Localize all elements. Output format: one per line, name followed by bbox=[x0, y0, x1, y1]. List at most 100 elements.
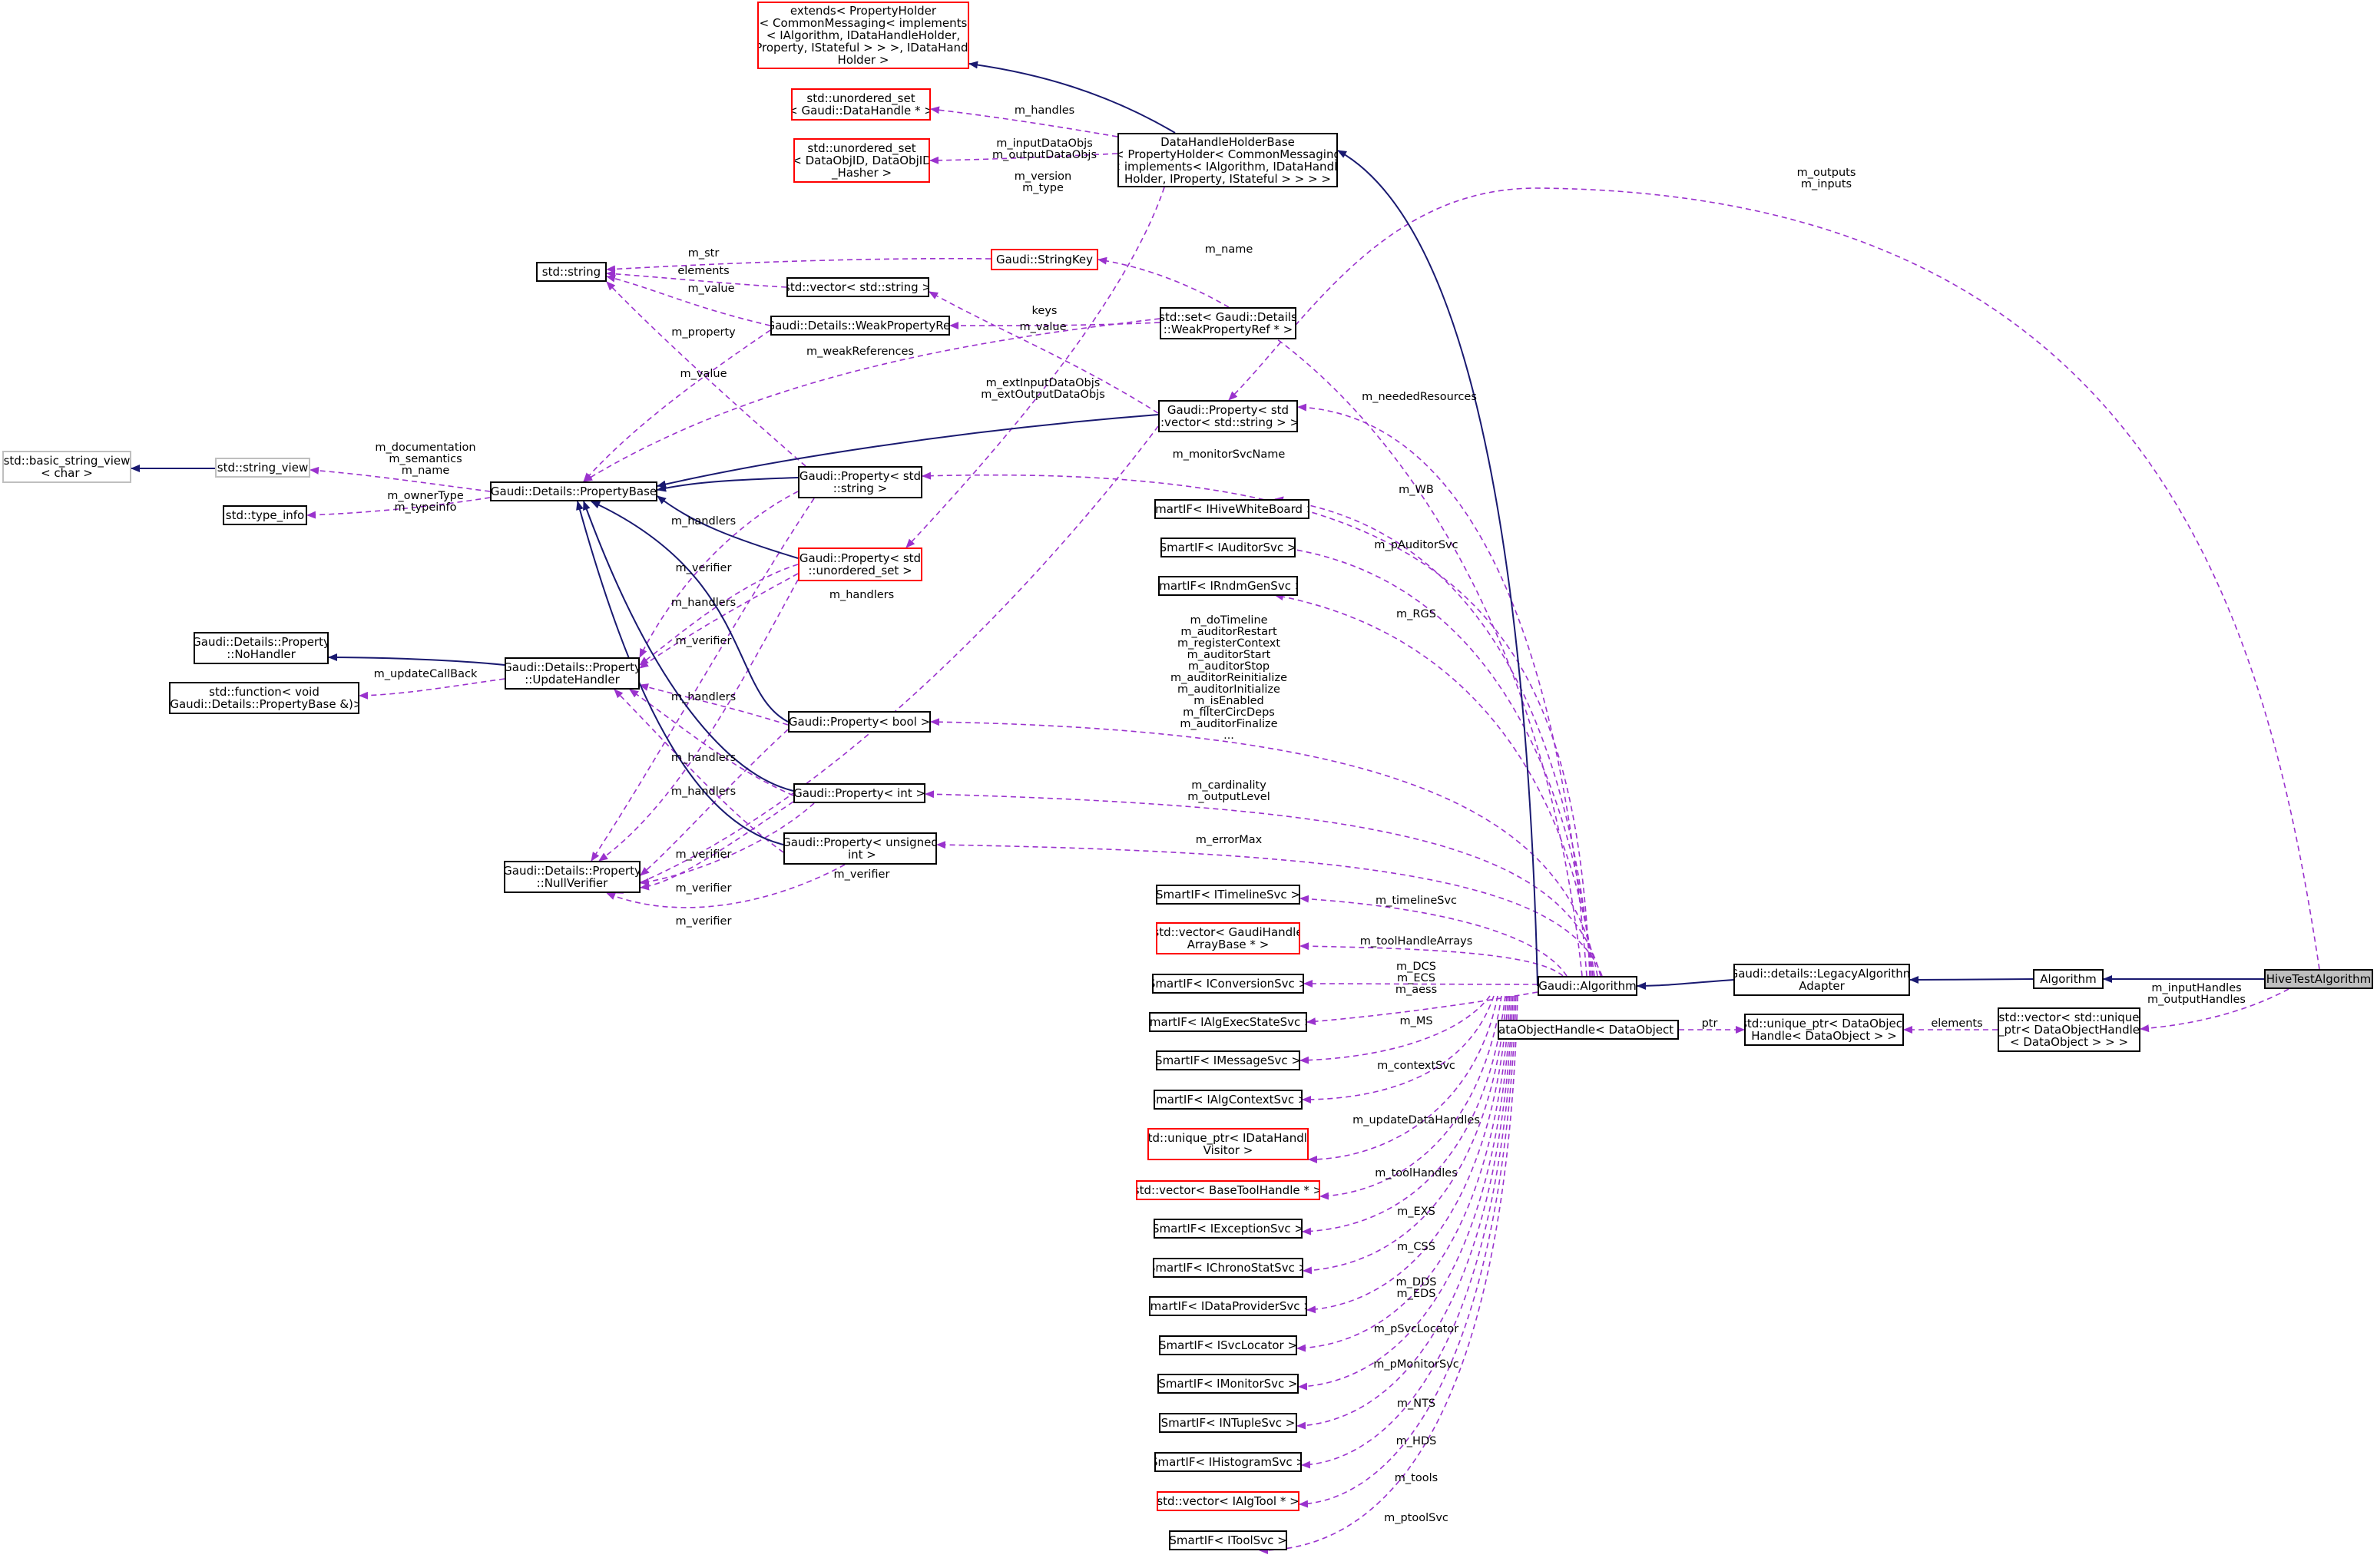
inherit-edge-10 bbox=[1637, 979, 1734, 990]
node-smartif-itoolsvc[interactable]: SmartIF< IToolSvc > bbox=[1169, 1530, 1287, 1550]
usage-edge-25 bbox=[359, 678, 505, 700]
node-property-vector-string[interactable]: Gaudi::Property< std ::vector< std::stri… bbox=[1158, 400, 1298, 432]
node-smartif-iexceptionsvc[interactable]: SmartIF< IExceptionSvc > bbox=[1154, 1219, 1303, 1239]
usage-edge-9 bbox=[949, 322, 1160, 330]
node-std-string[interactable]: std::string bbox=[536, 262, 607, 282]
usage-edge-12 bbox=[606, 281, 806, 467]
node-nullverifier[interactable]: Gaudi::Details::Property ::NullVerifier bbox=[504, 861, 641, 893]
edge-label-toolhandlearrays: m_toolHandleArrays bbox=[1359, 935, 1473, 948]
node-smartif-ihivewhiteboard[interactable]: SmartIF< IHiveWhiteBoard > bbox=[1154, 499, 1309, 519]
node-smartif-isvclocator[interactable]: SmartIF< ISvcLocator > bbox=[1159, 1335, 1297, 1355]
node-property-int[interactable]: Gaudi::Property< int > bbox=[793, 783, 925, 803]
usage-edge-8 bbox=[929, 291, 1159, 414]
edge-label-tools: m_tools bbox=[1394, 1472, 1438, 1484]
edge-label-outputs: m_outputs m_inputs bbox=[1796, 167, 1856, 190]
node-smartif-iconversionsvc[interactable]: SmartIF< IConversionSvc > bbox=[1152, 974, 1304, 994]
edge-label-toolhandles: m_toolHandles bbox=[1375, 1167, 1458, 1179]
edge-label-handlers-4: m_handlers bbox=[670, 691, 737, 703]
inherit-edge-6 bbox=[583, 501, 794, 792]
usage-edge-20 bbox=[591, 498, 815, 862]
edge-label-extinputdataobjs: m_extInputDataObjs m_extOutputDataObjs bbox=[981, 377, 1105, 401]
edge-label-name: m_name bbox=[1204, 243, 1253, 256]
node-property-unordered-set[interactable]: Gaudi::Property< std ::unordered_set > bbox=[798, 547, 922, 581]
edge-label-handlers-3: m_handlers bbox=[670, 597, 737, 609]
node-hivetestalgorithm[interactable]: HiveTestAlgorithm bbox=[2264, 969, 2373, 989]
node-property-unsigned-int[interactable]: Gaudi::Property< unsigned int > bbox=[783, 832, 937, 865]
usage-edge-4 bbox=[1097, 256, 1583, 977]
edge-label-elements: elements bbox=[677, 265, 730, 277]
node-smartif-imonitorsvc[interactable]: SmartIF< IMonitorSvc > bbox=[1157, 1374, 1299, 1394]
node-basic-string-view[interactable]: std::basic_string_view < char > bbox=[2, 451, 131, 483]
inherit-edge-8 bbox=[328, 653, 505, 666]
node-gaudi-stringkey[interactable]: Gaudi::StringKey bbox=[991, 249, 1098, 270]
edge-label-version: m_version m_type bbox=[1014, 170, 1072, 194]
node-smartif-ihistogramsvc[interactable]: SmartIF< IHistogramSvc > bbox=[1154, 1452, 1302, 1472]
node-string-view[interactable]: std::string_view bbox=[215, 458, 310, 478]
inherit-edge-7 bbox=[576, 501, 784, 845]
edge-label-dotimeline: m_doTimeline m_auditorRestart m_register… bbox=[1170, 614, 1287, 742]
usage-edge-6 bbox=[606, 270, 787, 288]
edge-label-ownertype: m_ownerType m_typeinfo bbox=[387, 490, 464, 514]
usage-edge-29 bbox=[629, 689, 794, 796]
node-nohandler[interactable]: Gaudi::Details::Property ::NoHandler bbox=[194, 632, 329, 664]
node-vector-basetoolhandle[interactable]: std::vector< BaseToolHandle * > bbox=[1136, 1180, 1320, 1200]
node-propertybase[interactable]: Gaudi::Details::PropertyBase bbox=[490, 481, 657, 501]
node-property-string[interactable]: Gaudi::Property< std ::string > bbox=[798, 466, 922, 498]
usage-edge-26 bbox=[598, 579, 799, 862]
node-dataobjecthandle[interactable]: DataObjectHandle< DataObject > bbox=[1498, 1020, 1679, 1040]
node-set-weakpropertyref[interactable]: std::set< Gaudi::Details ::WeakPropertyR… bbox=[1160, 307, 1296, 339]
edge-label-verifier-6: m_verifier bbox=[675, 915, 732, 928]
node-vector-ialgtool[interactable]: std::vector< IAlgTool * > bbox=[1157, 1491, 1299, 1511]
usage-edge-32 bbox=[936, 841, 1603, 977]
usage-edge-50 bbox=[1306, 995, 1509, 1314]
usage-edge-56 bbox=[1259, 995, 1518, 1555]
node-type-info[interactable]: std::type_info bbox=[223, 505, 307, 525]
usage-edge-53 bbox=[1296, 995, 1514, 1430]
node-smartif-irndmgensvc[interactable]: SmartIF< IRndmGenSvc > bbox=[1158, 576, 1298, 596]
node-smartif-iauditorsvc[interactable]: SmartIF< IAuditorSvc > bbox=[1160, 538, 1296, 557]
node-vector-string[interactable]: std::vector< std::string > bbox=[786, 277, 929, 297]
edge-label-verifier-2: m_verifier bbox=[675, 635, 732, 647]
node-extends-propertyholder[interactable]: extends< PropertyHolder < CommonMessagin… bbox=[757, 2, 969, 69]
inherit-edge-0 bbox=[968, 61, 1176, 134]
node-property-bool[interactable]: Gaudi::Property< bool > bbox=[788, 711, 931, 733]
node-vector-unique-ptr-dataobjecthandle[interactable]: std::vector< std::unique _ptr< DataObjec… bbox=[1998, 1007, 2140, 1052]
edge-label-handles: m_handles bbox=[1014, 104, 1075, 117]
usage-edge-46 bbox=[1308, 995, 1498, 1163]
node-weakpropertyref[interactable]: Gaudi::Details::WeakPropertyRef bbox=[770, 316, 950, 336]
node-smartif-ialgcontextsvc[interactable]: SmartIF< IAlgContextSvc > bbox=[1154, 1090, 1303, 1110]
edge-label-dcs: m_DCS m_ECS m_aess bbox=[1395, 961, 1438, 996]
usage-edge-13 bbox=[614, 425, 1159, 894]
edge-label-str: m_str bbox=[687, 247, 720, 260]
usage-edge-30 bbox=[925, 790, 1601, 977]
edge-label-inputhandles: m_inputHandles m_outputHandles bbox=[2147, 982, 2246, 1006]
node-gaudi-algorithm[interactable]: Gaudi::Algorithm bbox=[1538, 976, 1637, 996]
node-algorithm[interactable]: Algorithm bbox=[2033, 969, 2104, 989]
usage-edge-15 bbox=[310, 466, 491, 492]
node-smartif-imessagesvc[interactable]: SmartIF< IMessageSvc > bbox=[1156, 1050, 1300, 1070]
node-datahandleholderbase[interactable]: DataHandleHolderBase < PropertyHolder< C… bbox=[1117, 133, 1338, 187]
node-smartif-itimelinesvc[interactable]: SmartIF< ITimelineSvc > bbox=[1156, 885, 1300, 905]
node-unique-ptr-dataobjecthandle[interactable]: std::unique_ptr< DataObject Handle< Data… bbox=[1744, 1014, 1904, 1046]
usage-edge-0 bbox=[930, 106, 1118, 137]
node-unordered-set-datahandle[interactable]: std::unordered_set < Gaudi::DataHandle *… bbox=[791, 88, 931, 121]
edge-label-handlers-1: m_handlers bbox=[670, 515, 737, 528]
usage-edge-49 bbox=[1303, 995, 1508, 1275]
node-smartif-ialgexecstatesvc[interactable]: SmartIF< IAlgExecStateSvc > bbox=[1149, 1012, 1307, 1032]
edge-label-value-1: m_value bbox=[687, 283, 735, 295]
node-legacyalgorithmadapter[interactable]: Gaudi::details::LegacyAlgorithm Adapter bbox=[1733, 964, 1910, 996]
node-vector-gaudihandlearraybase[interactable]: std::vector< GaudiHandle ArrayBase * > bbox=[1156, 922, 1300, 954]
node-unique-ptr-idatahandlevisitor[interactable]: std::unique_ptr< IDataHandle Visitor > bbox=[1147, 1128, 1309, 1160]
edge-label-contextsvc: m_contextSvc bbox=[1377, 1060, 1455, 1072]
node-smartif-idataprovidersvc[interactable]: SmartIF< IDataProviderSvc > bbox=[1149, 1296, 1307, 1316]
edge-label-verifier-5: m_verifier bbox=[675, 882, 732, 895]
node-updatehandler[interactable]: Gaudi::Details::Property ::UpdateHandler bbox=[505, 657, 640, 690]
usage-edge-45 bbox=[1302, 995, 1495, 1103]
usage-edge-5 bbox=[606, 257, 992, 273]
edge-label-property: m_property bbox=[671, 326, 736, 339]
node-unordered-set-dataobjid[interactable]: std::unordered_set < DataObjID, DataObjI… bbox=[793, 138, 930, 183]
node-std-function[interactable]: std::function< void (Gaudi::Details::Pro… bbox=[169, 682, 359, 714]
node-smartif-intuplesvc[interactable]: SmartIF< INTupleSvc > bbox=[1159, 1413, 1297, 1433]
node-smartif-ichronostatsvc[interactable]: SmartIF< IChronoStatSvc > bbox=[1153, 1258, 1303, 1278]
